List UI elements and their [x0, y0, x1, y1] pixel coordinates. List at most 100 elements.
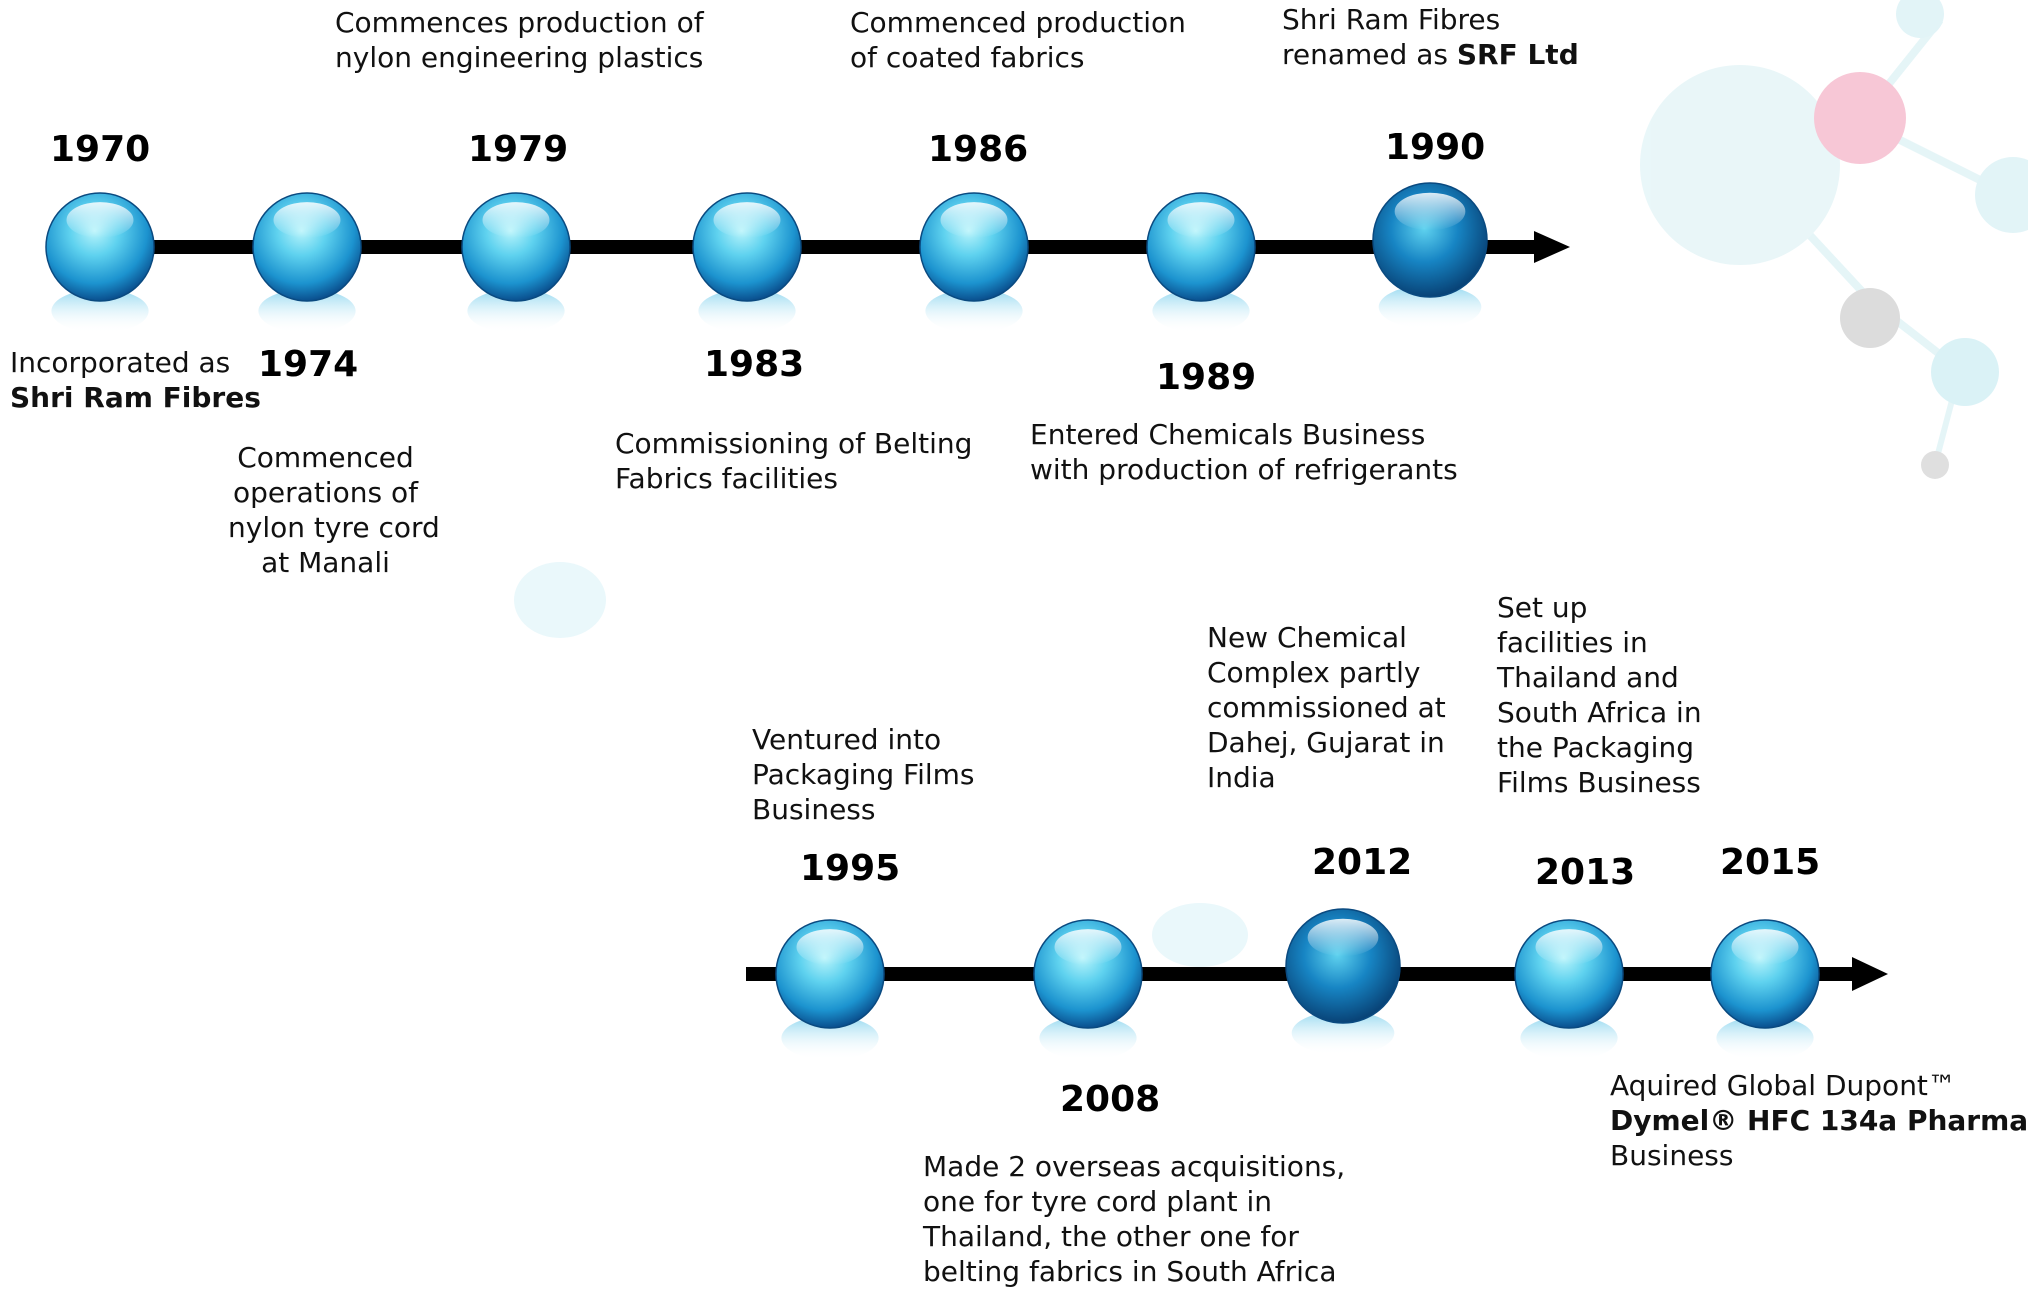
description-line: Set up: [1497, 591, 1588, 624]
milestone-node-2012: [1285, 908, 1401, 1055]
milestone-node-1983: [692, 192, 802, 333]
description-line: Commences production of: [335, 6, 704, 39]
milestone-year: 1974: [258, 344, 359, 385]
milestone-year: 1979: [468, 129, 569, 170]
node-shine: [66, 202, 134, 238]
node-reflection: [51, 289, 149, 333]
molecule-atom-grey: [1840, 288, 1900, 348]
molecule-atom-large: [1640, 65, 1840, 265]
description-line: Business: [752, 793, 876, 826]
milestone-description: Made 2 overseas acquisitions,one for tyr…: [923, 1149, 1345, 1289]
milestone-year: 1995: [800, 848, 901, 889]
description-line: Films Business: [1497, 766, 1701, 799]
milestone-node-1989: [1146, 192, 1256, 333]
molecule-atom-top: [1896, 0, 1944, 38]
milestone-year: 1989: [1156, 357, 1257, 398]
node-shine: [273, 202, 341, 238]
description-line: commissioned at: [1207, 691, 1446, 724]
milestone-year: 1970: [50, 129, 151, 170]
milestone-node-1986: [919, 192, 1029, 333]
description-line: the Packaging: [1497, 731, 1694, 764]
ghost-reflection: [1152, 903, 1248, 967]
description-line: South Africa in: [1497, 696, 1702, 729]
description-line: nylon tyre cord: [228, 511, 440, 544]
node-shine: [940, 202, 1008, 238]
description-line: at Manali: [261, 546, 390, 579]
node-reflection: [698, 289, 796, 333]
description-line: Shri Ram Fibres: [10, 381, 261, 414]
node-reflection: [1291, 1011, 1395, 1055]
description-line: of coated fabrics: [850, 41, 1085, 74]
description-line: Fabrics facilities: [615, 462, 838, 495]
milestone-node-2008: [1033, 919, 1143, 1060]
molecule-atom-cyan-small: [1931, 338, 1999, 406]
molecule-decoration: [1640, 0, 2028, 479]
description-line: Commissioning of Belting: [615, 427, 973, 460]
molecule-atom-cyan-edge: [1975, 157, 2028, 233]
description-line: with production of refrigerants: [1030, 453, 1458, 486]
node-shine: [1731, 929, 1799, 965]
description-line: Commenced production: [850, 6, 1186, 39]
milestone-year: 1990: [1385, 127, 1486, 168]
ghost-reflection: [514, 562, 606, 638]
node-reflection: [1520, 1016, 1618, 1060]
node-shine: [1307, 918, 1379, 957]
node-reflection: [925, 289, 1023, 333]
description-line: Made 2 overseas acquisitions,: [923, 1150, 1346, 1183]
milestone-node-1995: [775, 919, 885, 1060]
description-line: Shri Ram Fibres: [1282, 3, 1501, 36]
description-line: Entered Chemicals Business: [1030, 418, 1426, 451]
node-shine: [1535, 929, 1603, 965]
description-line: Thailand and: [1497, 661, 1679, 694]
description-line: Business: [1610, 1139, 1734, 1172]
description-bold-text: SRF Ltd: [1456, 38, 1579, 71]
description-line: Packaging Films: [752, 758, 975, 791]
milestone-year: 2015: [1720, 842, 1821, 883]
node-shine: [1167, 202, 1235, 238]
milestone-node-1974: [252, 192, 362, 333]
description-line: Incorporated as: [10, 346, 231, 379]
milestone-node-2013: [1514, 919, 1624, 1060]
molecule-atom-pink: [1814, 72, 1906, 164]
node-shine: [796, 929, 864, 965]
milestone-node-1979: [461, 192, 571, 333]
milestone-year: 2012: [1312, 842, 1413, 883]
milestone-year: 2008: [1060, 1079, 1161, 1120]
description-line: renamed as SRF Ltd: [1282, 37, 1579, 72]
description-line: New Chemical: [1207, 621, 1407, 654]
node-reflection: [781, 1016, 879, 1060]
description-line: Thailand, the other one for: [923, 1220, 1299, 1253]
description-line: facilities in: [1497, 626, 1648, 659]
milestone-year: 1983: [704, 344, 805, 385]
node-shine: [713, 202, 781, 238]
description-line: Dahej, Gujarat in: [1207, 726, 1445, 759]
node-reflection: [1716, 1016, 1814, 1060]
node-shine: [482, 202, 550, 238]
node-reflection: [258, 289, 356, 333]
description-line: nylon engineering plastics: [335, 41, 704, 74]
description-line: India: [1207, 761, 1276, 794]
node-reflection: [1039, 1016, 1137, 1060]
node-reflection: [467, 289, 565, 333]
description-line: belting fabrics in South Africa: [923, 1255, 1337, 1288]
description-text: renamed as: [1282, 38, 1457, 71]
description-line: Aquired Global Dupont™: [1610, 1069, 1956, 1102]
milestone-year: 1986: [928, 129, 1029, 170]
description-line: Commenced: [237, 441, 414, 474]
description-line: one for tyre cord plant in: [923, 1185, 1273, 1218]
description-line: Ventured into: [752, 723, 942, 756]
node-reflection: [1152, 289, 1250, 333]
node-reflection: [1378, 285, 1482, 329]
description-line: Complex partly: [1207, 656, 1421, 689]
molecule-atom-grey-small: [1921, 451, 1949, 479]
milestone-node-1970: [45, 192, 155, 333]
